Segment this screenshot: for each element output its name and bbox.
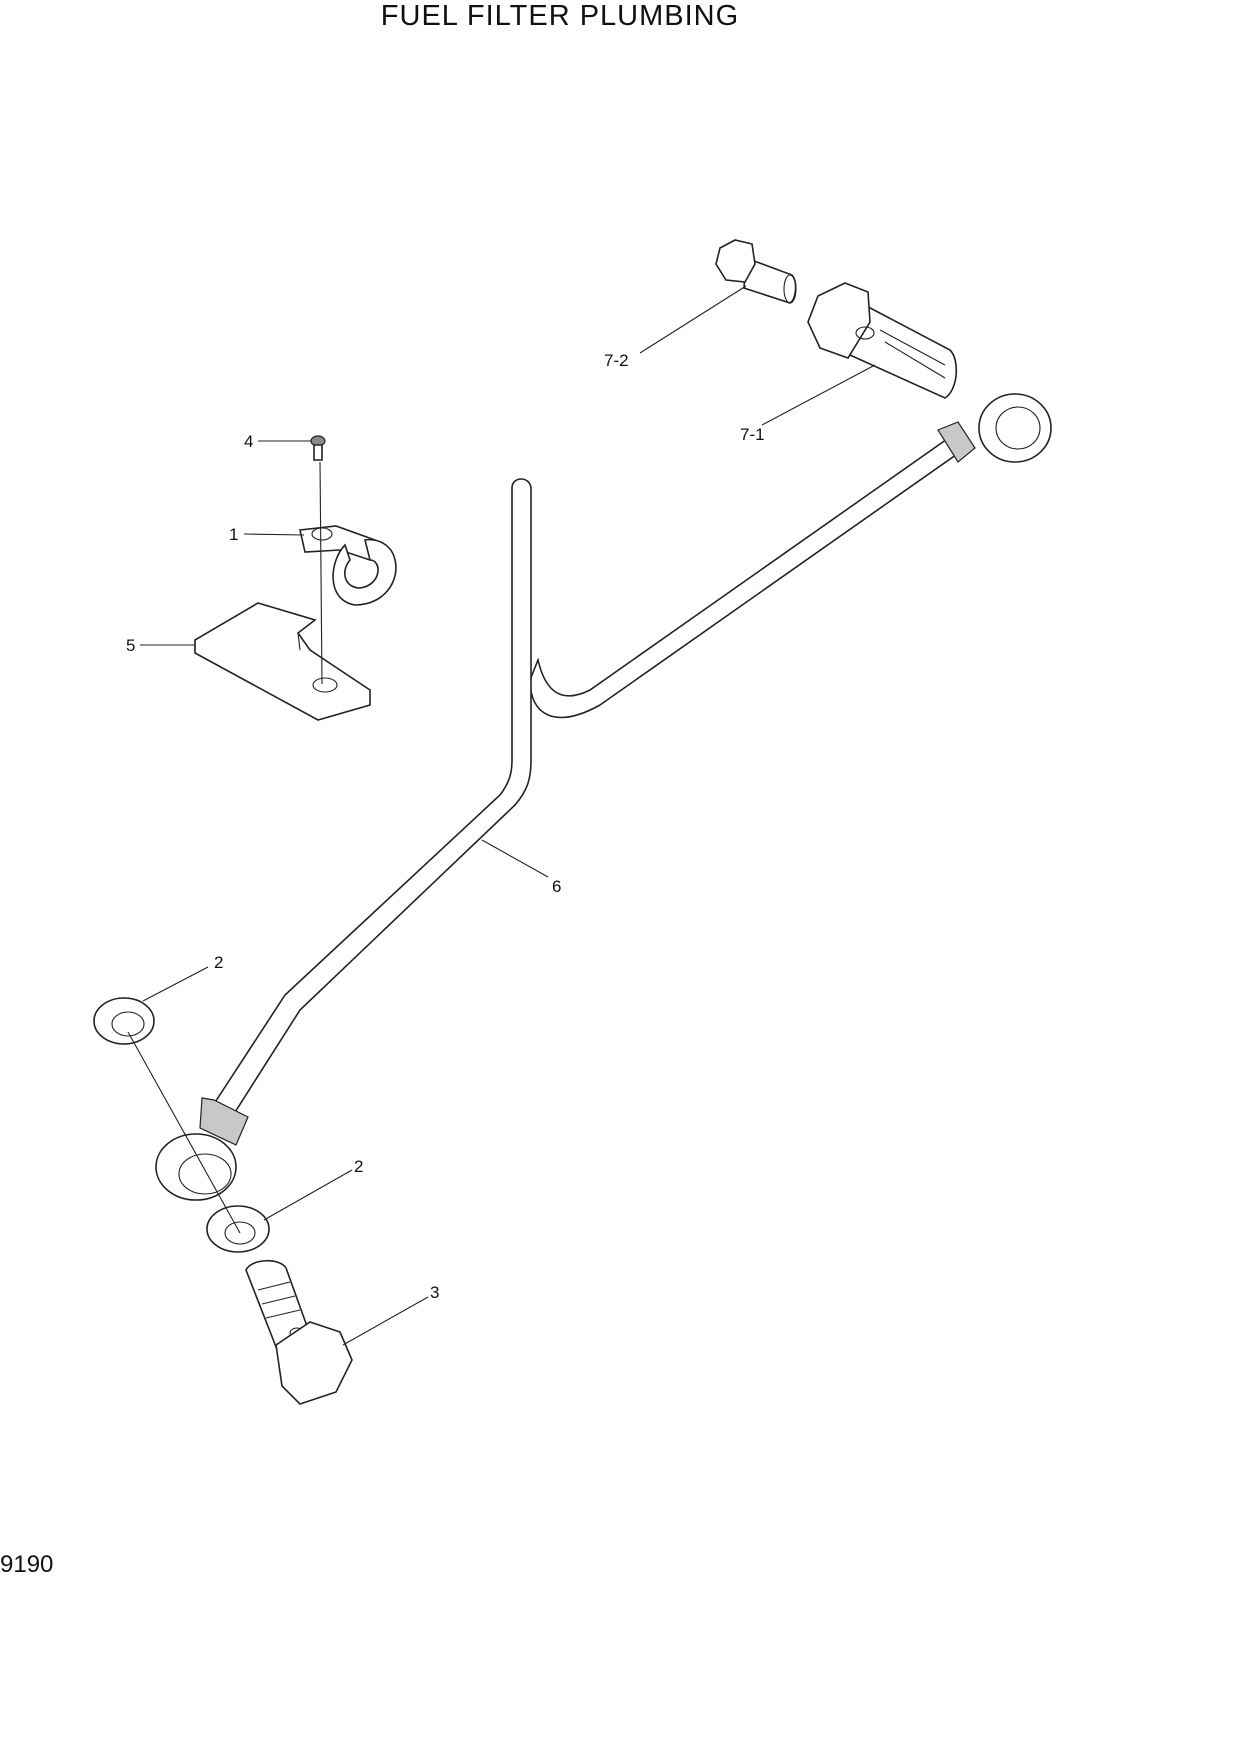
banjo-bolt-part-3[interactable] bbox=[245, 1259, 353, 1405]
callout-2-upper: 2 bbox=[214, 953, 223, 972]
clamp-part-1[interactable] bbox=[299, 525, 397, 606]
callout-2-lower: 2 bbox=[354, 1157, 363, 1176]
callout-6: 6 bbox=[552, 877, 561, 896]
small-bolt-part-7-2[interactable] bbox=[715, 239, 797, 304]
assembly-lines bbox=[127, 461, 323, 1234]
leader-lines bbox=[140, 285, 876, 1346]
page-title: FUEL FILTER PLUMBING bbox=[380, 0, 740, 32]
callout-4: 4 bbox=[244, 432, 253, 451]
callout-7-2: 7-2 bbox=[604, 351, 629, 370]
callout-3: 3 bbox=[430, 1283, 439, 1302]
fuel-pipe-part-6[interactable] bbox=[155, 393, 1052, 1201]
washer-part-2-upper[interactable] bbox=[93, 997, 155, 1045]
callout-5: 5 bbox=[126, 636, 135, 655]
callout-7-1: 7-1 bbox=[740, 425, 765, 444]
callout-1: 1 bbox=[229, 525, 238, 544]
screw-part-4[interactable] bbox=[310, 435, 326, 461]
page-code: 9190 bbox=[0, 1551, 54, 1578]
banjo-bolt-part-7-1[interactable] bbox=[807, 282, 958, 399]
plate-part-5[interactable] bbox=[194, 602, 371, 721]
